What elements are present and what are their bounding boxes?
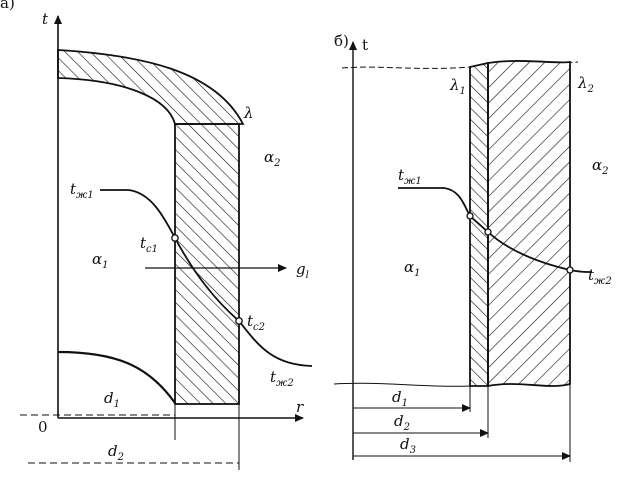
r-axis-label: r [296, 398, 304, 416]
temperature-profile-a [100, 189, 313, 367]
bottom-curve [57, 350, 176, 404]
point-tc1 [171, 234, 179, 242]
cylinder-wall [174, 123, 240, 405]
tzh1-label-a: tж1 [70, 180, 94, 201]
lambda1-label: λ1 [449, 76, 466, 97]
tc1-label: tc1 [140, 234, 158, 255]
d1-label-b: d1 [392, 388, 408, 409]
tzh1-label-b: tж1 [398, 166, 422, 187]
panel-b-letter: б) [334, 32, 349, 50]
d2-label-a: d2 [108, 442, 124, 463]
origin-label: 0 [38, 418, 48, 436]
d2-label-b: d2 [394, 412, 410, 433]
panel-b: б) t λ1 λ2 α2 α1 tж1 [333, 32, 612, 462]
d3-label-b: d3 [400, 435, 416, 456]
lambda2-label: λ2 [577, 74, 594, 95]
panel-a: a) t r 0 λ α2 α1 tж1 tc1 [0, 0, 313, 470]
alpha2-label-a: α2 [264, 148, 281, 169]
q-label: gl [296, 260, 309, 281]
t-axis-label-a: t [42, 10, 49, 28]
wall-layer-2 [487, 60, 571, 388]
d1-label-a: d1 [104, 389, 120, 410]
curved-wall-layer [57, 49, 245, 125]
panel-a-letter: a) [0, 0, 15, 12]
point-interface-3 [566, 266, 574, 274]
tzh2-label-b: tж2 [588, 266, 612, 287]
alpha2-label-b: α2 [592, 156, 609, 177]
temperature-profile-b [398, 187, 593, 273]
point-interface-1 [466, 212, 474, 220]
alpha1-label-a: α1 [92, 250, 109, 271]
tc2-label: tc2 [247, 312, 265, 333]
lambda-label-a: λ [243, 104, 254, 122]
point-interface-2 [484, 228, 492, 236]
point-tc2 [235, 317, 243, 325]
t-axis-label-b: t [362, 36, 368, 54]
tzh2-label-a: tж2 [270, 368, 294, 389]
alpha1-label-b: α1 [404, 258, 421, 279]
